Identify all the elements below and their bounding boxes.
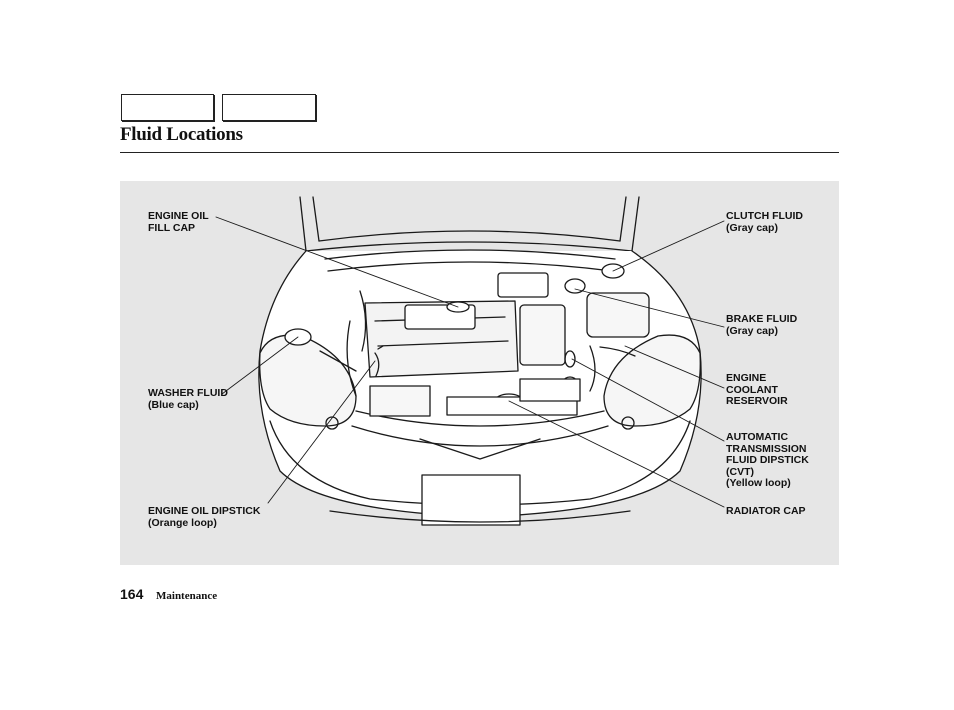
callout-line: (Gray cap) [726,324,778,337]
leader-atf-dipstick [571,358,725,442]
callout-line: (Yellow loop) [726,477,791,489]
atf-dipstick-label: AUTOMATIC TRANSMISSION FLUID DIPSTICK (C… [726,431,809,490]
washer-fluid-label: WASHER FLUID (Blue cap) [148,387,228,411]
engine-coolant-reservoir-label: ENGINE COOLANT RESERVOIR [726,372,788,408]
clutch-fluid-label: CLUTCH FLUID (Gray cap) [726,210,803,234]
leader-washer-fluid [221,336,299,395]
leader-coolant-reservoir [624,345,725,389]
leader-radiator-cap [508,400,725,508]
leader-clutch-fluid [612,220,725,272]
engine-compartment-diagram: ENGINE OIL FILL CAP WASHER FLUID (Blue c… [120,181,839,565]
page-number: 164 [120,586,144,602]
brake-fluid-label: BRAKE FLUID (Gray cap) [726,313,798,337]
callout-line: WASHER FLUID [148,387,228,399]
section-name: Maintenance [156,590,218,602]
callout-line: CLUTCH FLUID [726,210,803,222]
engine-oil-dipstick-label: ENGINE OIL DIPSTICK (Orange loop) [148,505,261,529]
title-divider [120,152,839,153]
callout-line: (Gray cap) [726,221,778,234]
callout-line: (Orange loop) [148,516,217,529]
leader-engine-oil-dipstick [267,360,376,504]
callout-line: ENGINE OIL [148,210,209,222]
previous-page-button[interactable] [121,94,214,121]
next-page-button[interactable] [222,94,316,121]
engine-oil-fill-cap-label: ENGINE OIL FILL CAP [148,210,209,234]
callout-line: ENGINE OIL DIPSTICK [148,505,261,517]
callout-line: ENGINE [726,372,767,384]
engine-illustration [215,196,725,526]
callout-line: (CVT) [726,465,754,478]
callout-line: FILL CAP [148,221,196,234]
callout-line: RADIATOR CAP [726,505,806,517]
page-title: Fluid Locations [120,124,243,145]
callout-line: TRANSMISSION [726,442,807,455]
callout-line: (Blue cap) [148,398,199,411]
callout-line: COOLANT [726,383,778,396]
callout-line: AUTOMATIC [726,431,789,443]
callout-line: FLUID DIPSTICK [726,454,809,466]
leader-engine-oil-fill-cap [215,216,459,308]
callout-line: RESERVOIR [726,395,788,407]
radiator-cap-label: RADIATOR CAP [726,505,806,518]
callout-line: BRAKE FLUID [726,313,798,325]
leader-brake-fluid [574,288,725,328]
